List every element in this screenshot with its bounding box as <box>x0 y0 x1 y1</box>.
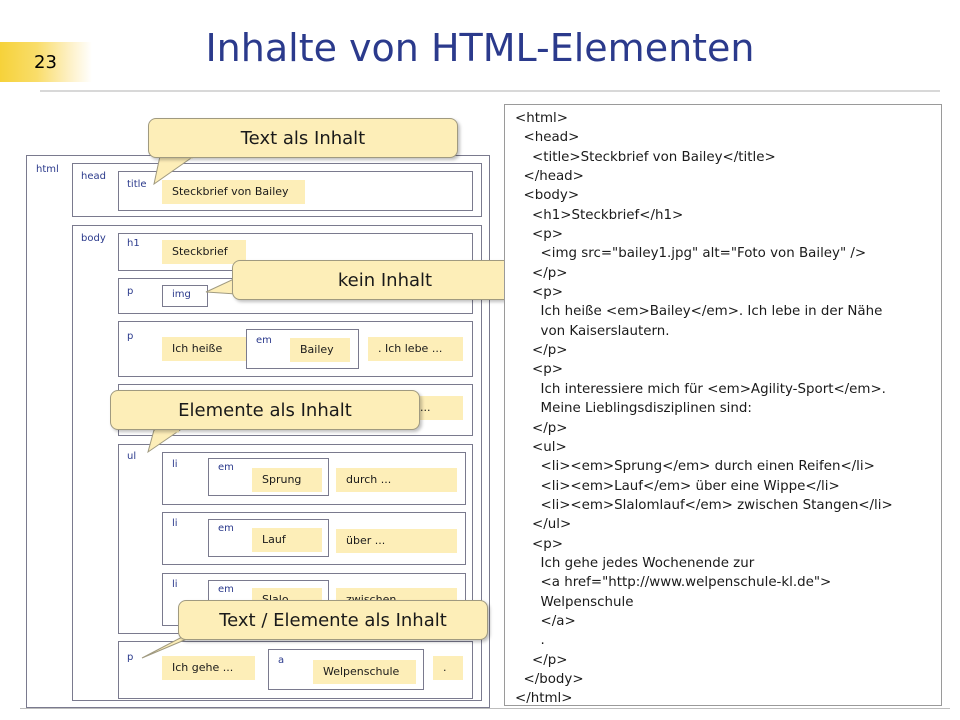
li-text-durch: durch ... <box>336 468 457 492</box>
code-line: Welpenschule <box>515 594 634 610</box>
code-line: </html> <box>515 691 573 707</box>
slide-title: Inhalte von HTML-Elementen <box>205 26 755 70</box>
code-line: </ul> <box>515 517 572 533</box>
page-number: 23 <box>34 52 57 73</box>
p-text-gehe: Ich gehe ... <box>162 656 255 680</box>
code-line: <title>Steckbrief von Bailey</title> <box>515 149 776 165</box>
p-text-start: Ich heiße <box>162 337 246 361</box>
title-divider <box>40 90 940 92</box>
p-text-end: . Ich lebe ... <box>368 337 463 361</box>
code-line: Ich heiße <em>Bailey</em>. Ich lebe in d… <box>515 304 883 320</box>
li-tag: li <box>172 459 178 470</box>
callout-text-elements-content: Text / Elemente als Inhalt <box>178 600 488 640</box>
code-line: </head> <box>515 169 584 185</box>
bottom-divider <box>20 708 950 709</box>
head-tag: head <box>81 171 106 182</box>
p-tag: p <box>127 652 134 663</box>
code-line: <p> <box>515 536 563 552</box>
code-line: </p> <box>515 265 568 281</box>
code-line: </body> <box>515 671 584 687</box>
code-line: <li><em>Slalomlauf</em> zwischen Stangen… <box>515 497 893 513</box>
em-text-lauf: Lauf <box>252 528 322 552</box>
html-tag: html <box>36 164 59 175</box>
p-tag: p <box>127 331 134 342</box>
em-text-sprung: Sprung <box>252 468 322 492</box>
callout-elements-content: Elemente als Inhalt <box>110 390 420 430</box>
title-tag: title <box>127 179 147 190</box>
ul-tag: ul <box>127 451 137 462</box>
code-line: Meine Lieblingsdisziplinen sind: <box>515 401 752 417</box>
callout-text-elements-content-label: Text / Elemente als Inhalt <box>219 610 447 631</box>
code-line: . <box>515 633 545 649</box>
code-line: <h1>Steckbrief</h1> <box>515 207 684 223</box>
em-tag: em <box>256 335 272 346</box>
code-line: </a> <box>515 613 576 629</box>
code-line: <p> <box>515 227 563 243</box>
code-line: </p> <box>515 343 568 359</box>
code-line: <p> <box>515 362 563 378</box>
p-tag: p <box>127 286 134 297</box>
em-tag: em <box>218 584 234 595</box>
code-line: <li><em>Lauf</em> über eine Wippe</li> <box>515 478 840 494</box>
body-tag: body <box>81 233 106 244</box>
h1-text: Steckbrief <box>162 240 246 264</box>
code-line: <img src="bailey1.jpg" alt="Foto von Bai… <box>515 246 867 262</box>
a-tag: a <box>278 655 285 666</box>
li-tag: li <box>172 579 178 590</box>
img-box <box>162 285 208 307</box>
code-line: <head> <box>515 130 580 146</box>
li-tag: li <box>172 518 178 529</box>
h1-tag: h1 <box>127 238 140 249</box>
code-line: Ich gehe jedes Wochenende zur <box>515 555 755 571</box>
code-line: </p> <box>515 652 568 668</box>
code-line: von Kaiserslautern. <box>515 323 670 339</box>
html-code-panel: <html> <head> <title>Steckbrief von Bail… <box>504 104 942 706</box>
em-tag: em <box>218 523 234 534</box>
callout-no-content: kein Inhalt <box>232 260 538 300</box>
code-line: <p> <box>515 285 563 301</box>
code-line: <html> <box>515 111 568 126</box>
p-text-dot: . <box>433 656 463 680</box>
code-line: </p> <box>515 420 568 436</box>
callout-elements-content-label: Elemente als Inhalt <box>178 400 352 421</box>
page-number-badge: 23 <box>0 42 92 82</box>
a-text-welpenschule: Welpenschule <box>313 660 416 684</box>
title-text: Steckbrief von Bailey <box>162 180 305 204</box>
code-line: <ul> <box>515 439 567 455</box>
code-line: <a href="http://www.welpenschule-kl.de"> <box>515 575 832 591</box>
em-tag: em <box>218 462 234 473</box>
img-tag: img <box>172 289 191 300</box>
code-line: <li><em>Sprung</em> durch einen Reifen</… <box>515 459 875 475</box>
callout-no-content-label: kein Inhalt <box>337 270 433 291</box>
callout-text-content-label: Text als Inhalt <box>240 128 366 149</box>
code-line: Ich interessiere mich für <em>Agility-Sp… <box>515 381 886 397</box>
em-text-bailey: Bailey <box>290 338 350 362</box>
code-line: <body> <box>515 188 580 204</box>
li-text-ueber: über ... <box>336 529 457 553</box>
callout-text-content: Text als Inhalt <box>148 118 458 158</box>
callout-tail <box>147 429 182 454</box>
